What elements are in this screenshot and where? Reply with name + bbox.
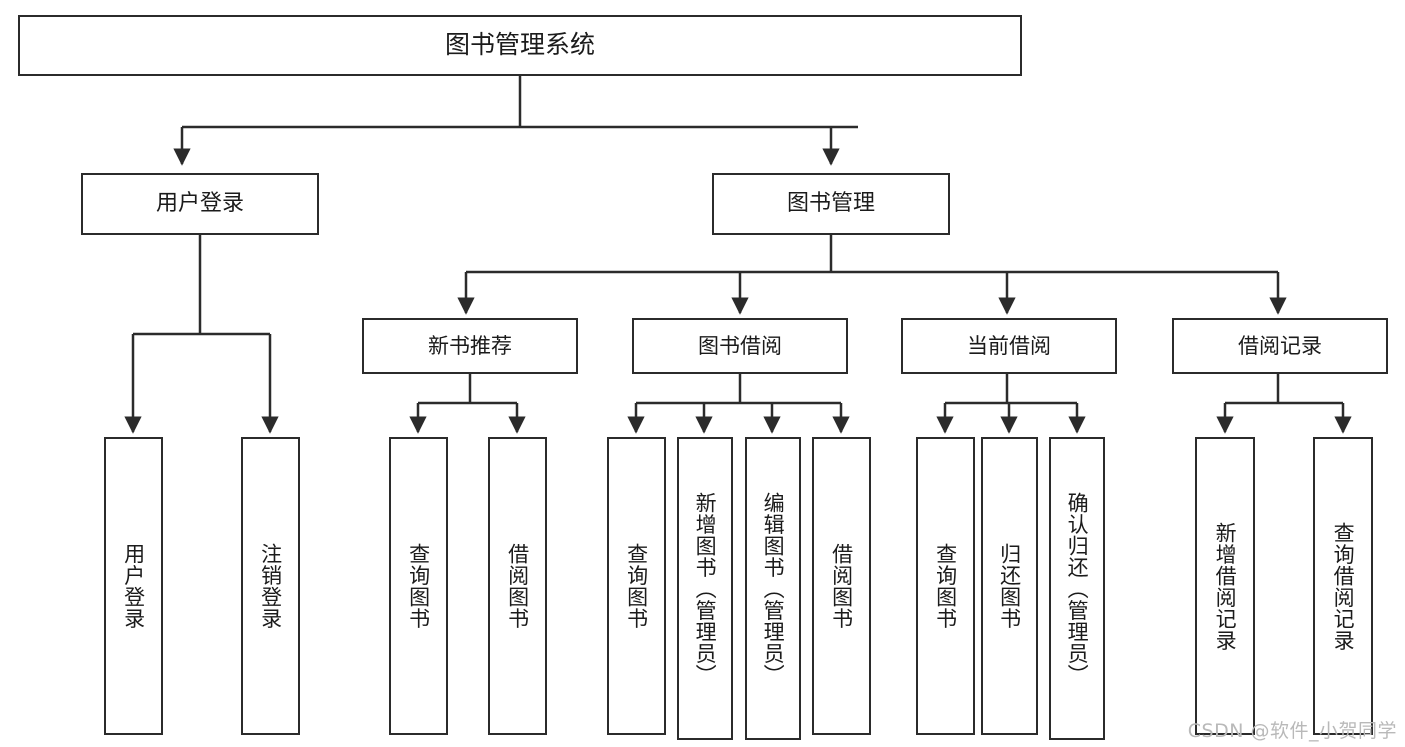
leaf-borrow-book-1-label: 借阅图书 [505,543,530,629]
node-borrow-record-label: 借阅记录 [1238,333,1322,358]
leaf-return-book[interactable]: 归还图书 [981,437,1038,735]
leaf-query-book-2[interactable]: 查询图书 [607,437,666,735]
leaf-query-record-label: 查询借阅记录 [1331,521,1356,651]
leaf-borrow-book-2-label: 借阅图书 [829,543,854,629]
leaf-edit-book[interactable]: 编辑图书（管理员） [745,437,801,740]
node-user-login-label: 用户登录 [155,191,244,217]
leaf-user-login[interactable]: 用户登录 [104,437,163,735]
leaf-query-book-1-label: 查询图书 [406,543,431,629]
leaf-user-logout-label: 注销登录 [258,543,283,629]
node-borrow-record[interactable]: 借阅记录 [1172,318,1388,374]
leaf-add-book-label: 新增图书（管理员） [693,491,718,686]
node-current-borrow[interactable]: 当前借阅 [901,318,1117,374]
leaf-query-book-3[interactable]: 查询图书 [916,437,975,735]
leaf-return-book-label: 归还图书 [997,543,1022,629]
node-book-borrow[interactable]: 图书借阅 [632,318,848,374]
leaf-borrow-book-2[interactable]: 借阅图书 [812,437,871,735]
leaf-query-book-1[interactable]: 查询图书 [389,437,448,735]
leaf-user-logout[interactable]: 注销登录 [241,437,300,735]
node-user-login[interactable]: 用户登录 [81,173,319,235]
leaf-query-book-2-label: 查询图书 [624,543,649,629]
csdn-watermark: CSDN @软件_小贺同学 [1187,720,1397,742]
node-new-book-recommend-label: 新书推荐 [428,333,512,358]
node-root[interactable]: 图书管理系统 [18,15,1022,76]
leaf-confirm-return-label: 确认归还（管理员） [1065,491,1090,686]
leaf-borrow-book-1[interactable]: 借阅图书 [488,437,547,735]
leaf-query-record[interactable]: 查询借阅记录 [1313,437,1373,735]
node-current-borrow-label: 当前借阅 [967,333,1051,358]
node-book-borrow-label: 图书借阅 [698,333,782,358]
leaf-confirm-return[interactable]: 确认归还（管理员） [1049,437,1105,740]
leaf-edit-book-label: 编辑图书（管理员） [761,491,786,686]
node-new-book-recommend[interactable]: 新书推荐 [362,318,578,374]
leaf-add-record-label: 新增借阅记录 [1213,521,1238,651]
leaf-query-book-3-label: 查询图书 [933,543,958,629]
node-book-manage-label: 图书管理 [786,191,875,217]
node-root-label: 图书管理系统 [444,30,595,60]
leaf-add-book[interactable]: 新增图书（管理员） [677,437,733,740]
node-book-manage[interactable]: 图书管理 [712,173,950,235]
leaf-add-record[interactable]: 新增借阅记录 [1195,437,1255,735]
leaf-user-login-label: 用户登录 [121,543,146,629]
